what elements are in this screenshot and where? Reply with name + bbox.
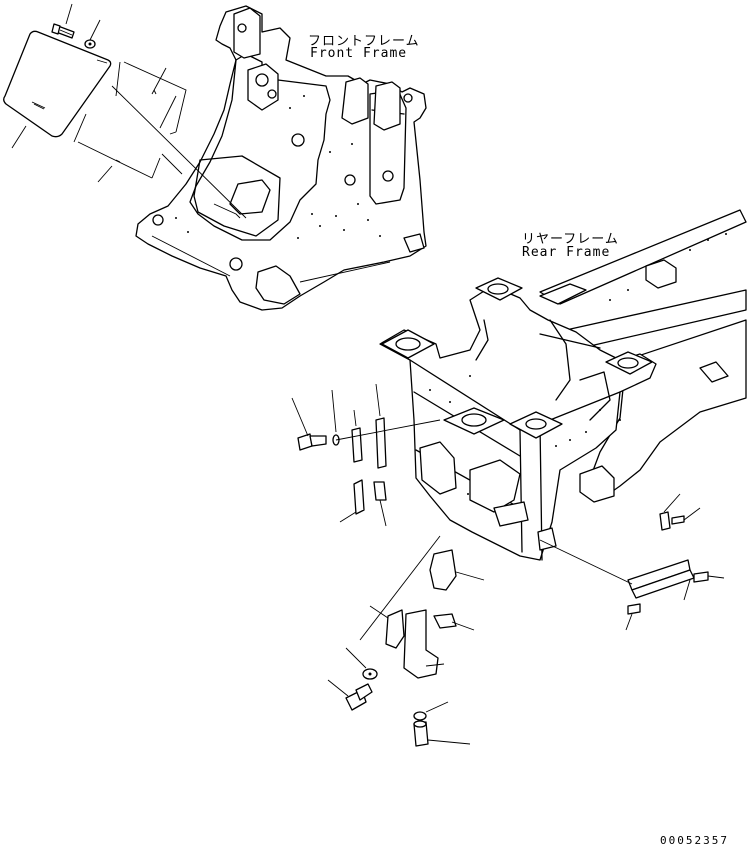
rear-frame-label-en: Rear Frame bbox=[522, 245, 611, 260]
drawing-number: 00052357 bbox=[660, 834, 729, 847]
rear-frame-label-jp: リヤーフレーム bbox=[522, 232, 619, 247]
exploded-parts-right bbox=[539, 493, 725, 631]
rear-frame-drawing bbox=[379, 209, 747, 561]
exploded-parts-bottom bbox=[327, 535, 485, 747]
exploded-parts-left bbox=[291, 383, 441, 527]
front-frame-drawing bbox=[111, 5, 427, 311]
front-frame-label-jp: フロントフレーム bbox=[308, 34, 420, 49]
cover-plate-group bbox=[3, 3, 187, 183]
front-frame-label-en: Front Frame bbox=[310, 46, 408, 61]
